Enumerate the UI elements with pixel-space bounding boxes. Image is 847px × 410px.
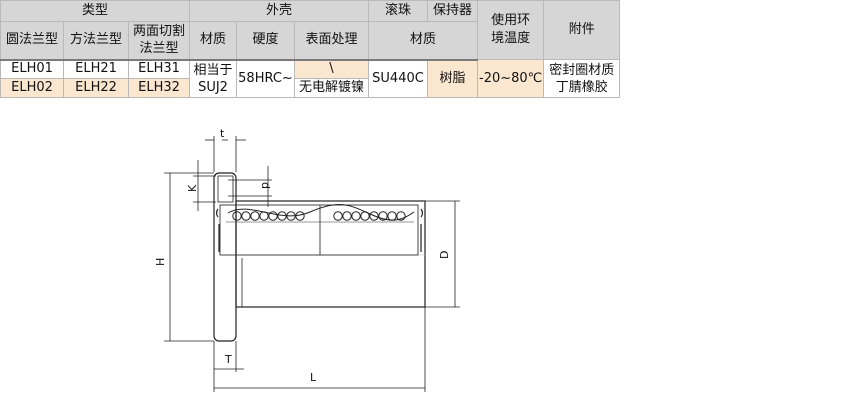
header-temperature-text: 使用环境温度	[491, 13, 531, 46]
dim-p	[228, 166, 272, 207]
dim-l-label: L	[310, 371, 317, 384]
dim-T-label: T	[224, 353, 232, 366]
dim-d	[425, 200, 460, 308]
header-ball: 滚珠	[368, 0, 428, 22]
ball-row-left	[232, 211, 305, 221]
surface-value-top: \	[294, 59, 369, 79]
dim-k	[193, 160, 216, 211]
ball-material-value: SU440C	[368, 59, 428, 98]
dim-t	[205, 136, 246, 172]
header-cut-flange: 两面切割法兰型	[128, 21, 190, 61]
header-ball-retainer-material: 材质	[368, 21, 478, 61]
housing-material-text: 相当于SUJ2	[193, 62, 233, 95]
housing-body	[235, 200, 426, 308]
dim-p-label: p	[258, 182, 271, 189]
surface-value-bottom: 无电解镀镍	[294, 78, 369, 98]
dim-h	[164, 172, 214, 342]
header-housing-material: 材质	[189, 21, 237, 61]
code-elh02: ELH02	[0, 78, 64, 98]
accessory-value: 密封圈材质丁腈橡胶	[543, 59, 621, 98]
housing-material-value: 相当于SUJ2	[189, 59, 237, 98]
code-elh32: ELH32	[128, 78, 190, 98]
header-cut-flange-text: 两面切割法兰型	[132, 24, 185, 57]
flange-pocket	[217, 175, 234, 203]
dim-l	[214, 307, 426, 392]
header-retainer: 保持器	[427, 0, 478, 22]
spec-table: 类型 外壳 滚珠 保持器 使用环境温度 附件 圆法兰型 方法兰型 两面切割法兰型…	[0, 0, 621, 98]
temperature-value: -20~80℃	[476, 59, 545, 98]
header-square-flange: 方法兰型	[63, 21, 129, 61]
hardness-value: 58HRC~	[236, 59, 295, 98]
header-hardness: 硬度	[236, 21, 295, 61]
dim-T	[213, 341, 244, 392]
header-round-flange: 圆法兰型	[0, 21, 64, 61]
seal-marks	[215, 208, 424, 218]
header-type: 类型	[0, 0, 190, 22]
header-housing: 外壳	[189, 0, 369, 22]
dim-k-label: K	[186, 184, 199, 192]
code-elh22: ELH22	[63, 78, 129, 98]
retainer-material-value: 树脂	[427, 59, 478, 98]
dim-h-label: H	[154, 258, 167, 266]
header-surface: 表面处理	[294, 21, 369, 61]
dim-t-label: t	[220, 127, 225, 140]
header-temperature: 使用环境温度	[476, 0, 545, 60]
bore-section	[219, 204, 419, 256]
header-accessory: 附件	[543, 0, 621, 60]
ball-row-right	[333, 211, 406, 221]
accessory-text: 密封圈材质丁腈橡胶	[549, 62, 615, 95]
code-elh01: ELH01	[0, 59, 64, 79]
dim-d-label: D	[438, 251, 451, 259]
